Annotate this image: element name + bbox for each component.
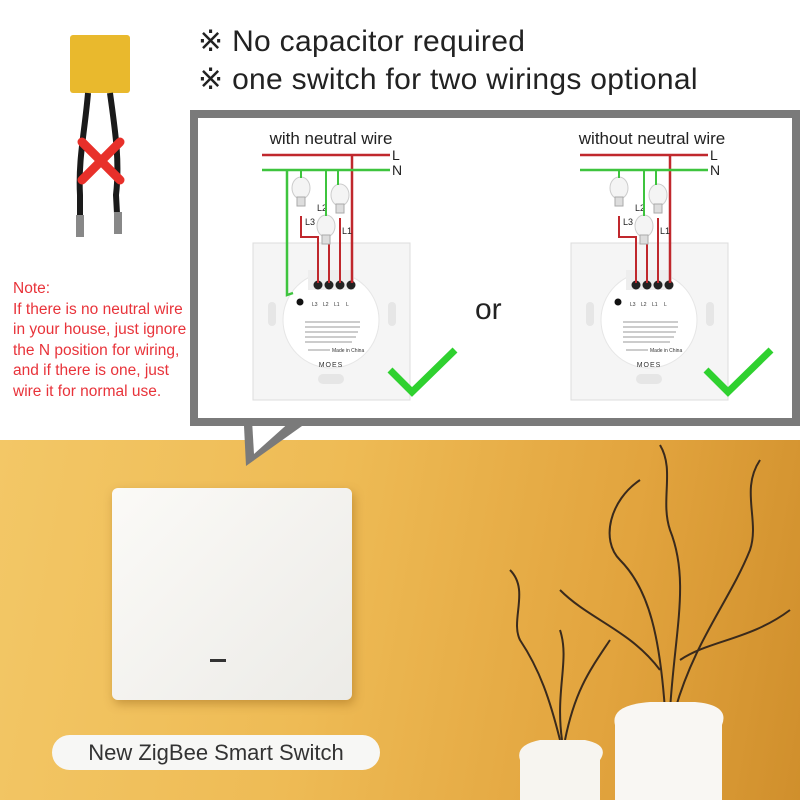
smart-switch-plate[interactable] — [112, 488, 352, 700]
note-body: If there is no neutral wire in your hous… — [13, 300, 187, 400]
branches-icon — [509, 444, 791, 741]
or-separator: or — [475, 293, 502, 326]
product-label: New ZigBee Smart Switch — [52, 735, 380, 770]
capacitor-crossed-icon — [70, 35, 130, 237]
wiring-diagram-area — [198, 118, 792, 418]
cross-icon — [77, 137, 125, 185]
headline-no-capacitor: ※ No capacitor required — [198, 25, 526, 58]
large-vase — [614, 702, 724, 800]
note-title: Note: — [13, 280, 51, 297]
small-vase — [519, 740, 603, 800]
decor-vases-branches — [509, 444, 791, 800]
headline-two-wirings: ※ one switch for two wirings optional — [198, 63, 698, 96]
speech-bubble-tail — [244, 420, 302, 466]
wiring-note: Note: If there is no neutral wire in you… — [13, 279, 193, 402]
wiring-diagram-frame — [190, 110, 800, 426]
led-indicator — [210, 659, 226, 662]
